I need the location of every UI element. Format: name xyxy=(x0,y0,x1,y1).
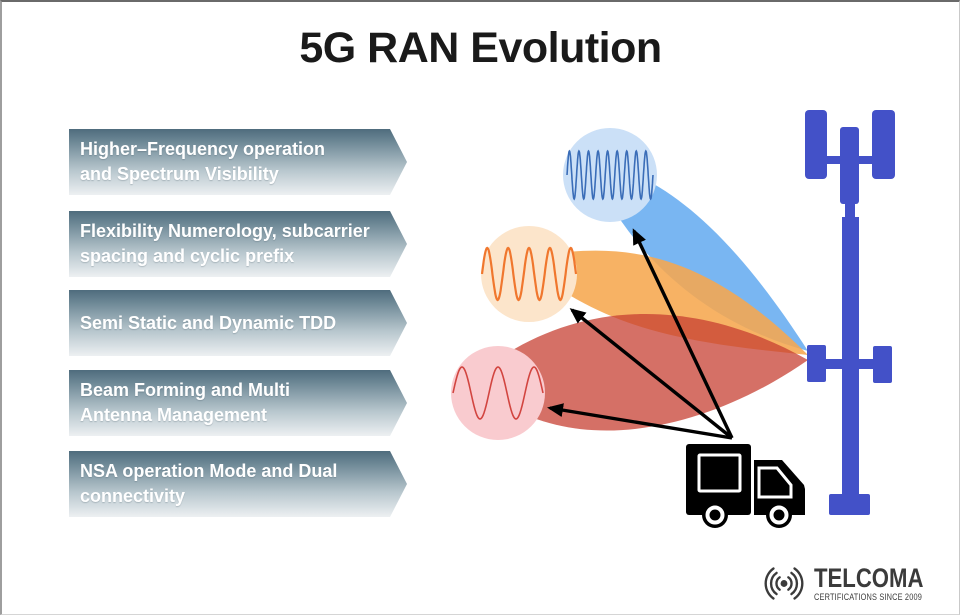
banner-nsa-dual-connectivity: NSA operation Mode and Dual connectivity xyxy=(69,451,407,517)
banner-label-line: Beam Forming and Multi xyxy=(80,380,291,400)
banner-label-line: and Spectrum Visibility xyxy=(80,164,279,184)
cell-tower-icon xyxy=(805,110,895,515)
banner-label-line: NSA operation Mode and Dual xyxy=(80,461,338,481)
arrow-to-low-frequency-signal xyxy=(547,403,733,440)
truck-icon xyxy=(686,444,805,528)
logo-name: TELCOMA xyxy=(813,563,923,593)
telcoma-logo: TELCOMA CERTIFICATIONS SINCE 2009 xyxy=(756,565,947,602)
high-frequency-signal-waveform xyxy=(566,149,654,201)
arrow-to-mid-frequency-signal xyxy=(569,308,734,440)
signal-arrows xyxy=(547,228,734,440)
banner-label-line: Antenna Management xyxy=(80,405,268,425)
banner-label-line: Higher–Frequency operation xyxy=(80,139,326,159)
banner-higher-frequency: Higher–Frequency operation and Spectrum … xyxy=(69,129,407,195)
mid-frequency-signal-waveform xyxy=(480,246,578,302)
mid-frequency-signal-circle xyxy=(480,226,578,322)
banner-flexibility-numerology: Flexibility Numerology, subcarrier spaci… xyxy=(69,211,407,277)
low-frequency-signal-beam xyxy=(472,314,808,431)
banner-label-line: Semi Static and Dynamic TDD xyxy=(80,312,337,333)
radio-waves-icon xyxy=(764,567,804,600)
arrow-to-high-frequency-signal xyxy=(632,228,734,439)
banner-label-line: spacing and cyclic prefix xyxy=(80,246,295,266)
ran-evolution-diagram xyxy=(451,110,895,528)
high-frequency-signal-circle xyxy=(563,128,657,222)
logo-text: TELCOMA CERTIFICATIONS SINCE 2009 xyxy=(813,563,923,603)
page-title: 5G RAN Evolution xyxy=(299,24,662,72)
banner-label-line: connectivity xyxy=(80,486,186,506)
logo-tagline: CERTIFICATIONS SINCE 2009 xyxy=(813,592,922,602)
banner-semi-static-tdd: Semi Static and Dynamic TDD xyxy=(69,290,407,356)
low-frequency-signal-waveform xyxy=(452,366,544,420)
banner-label-line: Flexibility Numerology, subcarrier xyxy=(80,221,370,241)
banner-beam-forming: Beam Forming and Multi Antenna Managemen… xyxy=(69,370,407,436)
low-frequency-signal-circle xyxy=(451,346,545,440)
